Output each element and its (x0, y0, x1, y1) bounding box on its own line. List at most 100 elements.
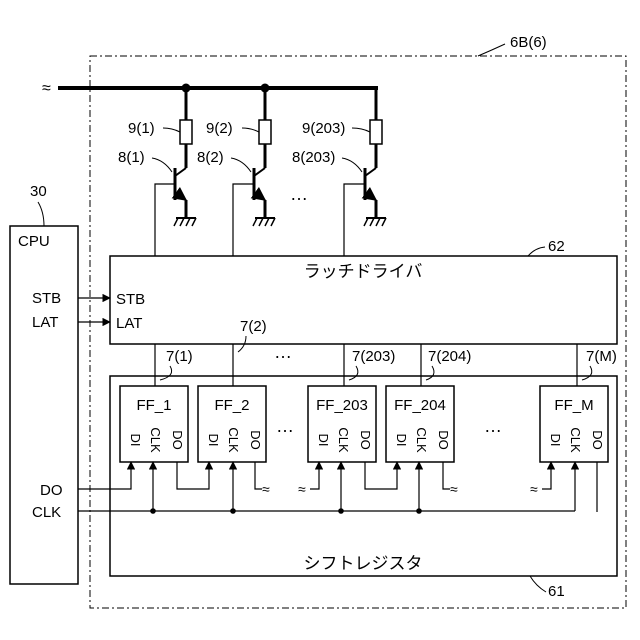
ground-hatch (382, 218, 386, 226)
resistor-symbol (180, 120, 192, 144)
shift-register-title: シフトレジスタ (304, 554, 423, 573)
power-break-mark: ≈ (42, 80, 51, 97)
heater-column-2: 9(2) 8(2) (197, 84, 275, 257)
ff-clk-pin: CLK (568, 427, 583, 453)
flipflop-203: FF_203 DI CLK DO (308, 386, 376, 462)
data-line-label-2: 7(2) (240, 318, 267, 335)
cpu-stb-pin: STB (32, 290, 61, 307)
flipflop-name: FF_1 (136, 397, 171, 414)
data-line-label-1: 7(1) (166, 348, 193, 365)
ff-di-pin: DI (394, 434, 409, 447)
data-line-label-204: 7(204) (428, 348, 471, 365)
resistor-symbol (370, 120, 382, 144)
latch-ref-label: 62 (548, 238, 565, 255)
resistor-label: 9(1) (128, 120, 155, 137)
resistor-label: 9(203) (302, 120, 345, 137)
flipflop-name: FF_2 (214, 397, 249, 414)
flipflop-ellipsis-1: … (276, 416, 294, 436)
ff-clk-pin: CLK (336, 427, 351, 453)
flipflop-ellipsis-2: … (484, 416, 502, 436)
base-wire (344, 184, 365, 256)
heater-column-203: 9(203) 8(203) (292, 88, 386, 256)
base-wire (155, 184, 175, 256)
cpu-lat-pin: LAT (32, 314, 58, 331)
data-line-ellipsis: … (274, 342, 292, 362)
flipflop-M: FF_M DI CLK DO (540, 386, 608, 462)
flipflop-1: FF_1 DI CLK DO (120, 386, 188, 462)
ff-clk-pin: CLK (414, 427, 429, 453)
ff-do-pin: DO (248, 430, 263, 450)
ff-clk-pin: CLK (148, 427, 163, 453)
ff-do-pin: DO (170, 430, 185, 450)
ground-hatch (253, 218, 257, 226)
transistor-leader (152, 158, 172, 172)
shift-ref-label: 61 (548, 583, 565, 600)
chain-break-mark: ≈ (530, 481, 538, 497)
ground-hatch (376, 218, 380, 226)
ground-hatch (180, 218, 184, 226)
cpu-ref-label: 30 (30, 183, 47, 200)
transistor-label: 8(1) (118, 149, 145, 166)
flipflop-name: FF_204 (394, 397, 446, 414)
transistor-emitter (365, 192, 376, 200)
transistor-collector (175, 168, 186, 176)
cpu-title: CPU (18, 233, 50, 250)
clk-junction (230, 508, 236, 514)
shift-ref-leader (530, 576, 546, 592)
flipflop-2: FF_2 DI CLK DO (198, 386, 266, 462)
resistor-symbol (259, 120, 271, 144)
clk-junction (338, 508, 344, 514)
flipflop-name: FF_203 (316, 397, 368, 414)
resistor-leader (242, 128, 259, 132)
resistor-leader (352, 128, 370, 132)
transistor-label: 8(203) (292, 149, 335, 166)
ff-di-pin: DI (548, 434, 563, 447)
module-ref-leader (478, 44, 505, 56)
transistor-leader (231, 158, 251, 172)
clk-junction (416, 508, 422, 514)
ground-hatch (259, 218, 263, 226)
transistor-emitter (254, 192, 265, 200)
heater-columns: 9(1) 8(1) 9(2) 8(2) (118, 84, 386, 257)
resistor-label: 9(2) (206, 120, 233, 137)
latch-lat-pin: LAT (116, 315, 142, 332)
transistor-emitter (175, 192, 186, 200)
module-ref-label: 6B(6) (510, 34, 547, 51)
transistor-collector (365, 168, 376, 176)
ff-do-pin: DO (436, 430, 451, 450)
ground-hatch (265, 218, 269, 226)
ff-di-pin: DI (316, 434, 331, 447)
chain-break-mark: ≈ (450, 481, 458, 497)
ff-di-pin: DI (128, 434, 143, 447)
ground-hatch (364, 218, 368, 226)
flipflop-name: FF_M (554, 397, 593, 414)
ground-hatch (271, 218, 275, 226)
latch-ref-leader (528, 247, 545, 256)
cpu-block (10, 226, 78, 584)
clk-junction (150, 508, 156, 514)
ff-do-pin: DO (590, 430, 605, 450)
latch-driver-title: ラッチドライバ (304, 262, 423, 281)
cpu-do-pin: DO (40, 482, 63, 499)
cpu-ref-leader (38, 202, 44, 226)
base-wire (233, 184, 254, 256)
ground-hatch (192, 218, 196, 226)
transistor-label: 8(2) (197, 149, 224, 166)
cpu-clk-pin: CLK (32, 504, 61, 521)
transistor-ellipsis: … (290, 184, 308, 204)
transistor-leader (342, 158, 362, 172)
chain-break-mark: ≈ (298, 481, 306, 497)
latch-stb-pin: STB (116, 291, 145, 308)
ground-hatch (174, 218, 178, 226)
ground-hatch (186, 218, 190, 226)
data-line-label-203: 7(203) (352, 348, 395, 365)
resistor-leader (163, 128, 180, 132)
ff-di-pin: DI (206, 434, 221, 447)
ff-do-pin: DO (358, 430, 373, 450)
transistor-collector (254, 168, 265, 176)
chain-break-mark: ≈ (262, 481, 270, 497)
ff-clk-pin: CLK (226, 427, 241, 453)
data-line-label-M: 7(M) (586, 348, 617, 365)
